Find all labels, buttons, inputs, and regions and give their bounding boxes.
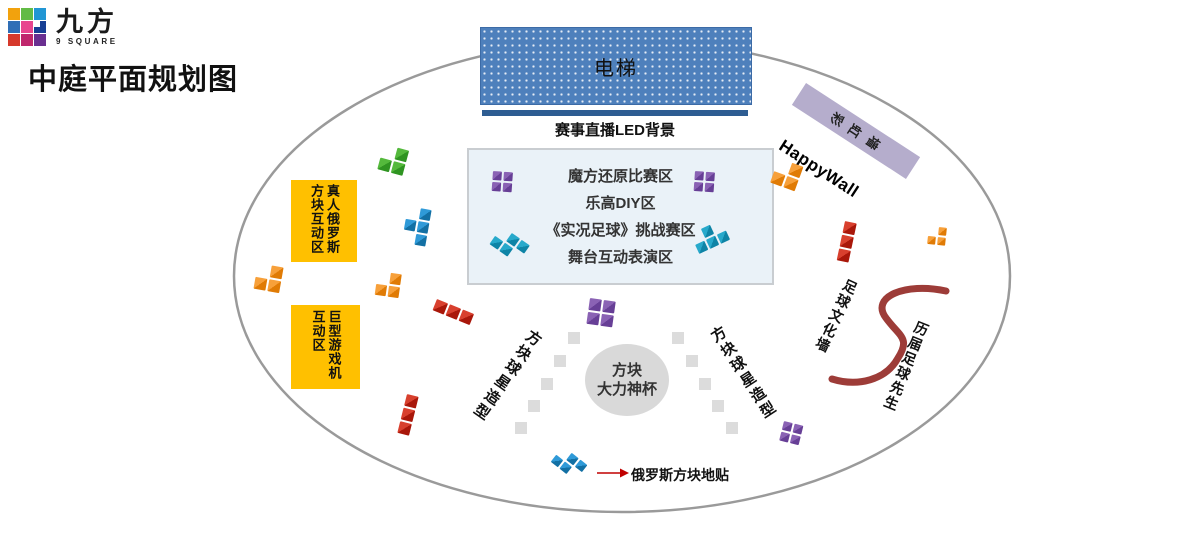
zone-live-tetris-label: 真人俄罗斯方块互动区 bbox=[309, 184, 340, 254]
zone-line-stage: 舞台互动表演区 bbox=[567, 248, 673, 266]
tetris-cell bbox=[938, 227, 947, 236]
led-screen-bar bbox=[482, 110, 748, 116]
trophy-label-line1: 方块 bbox=[611, 362, 642, 379]
tetris-cell bbox=[574, 459, 588, 473]
logo-grid-cell bbox=[8, 8, 20, 20]
tetris-cell bbox=[586, 311, 600, 326]
zone-line-pes: 《实况足球》挑战赛区 bbox=[545, 221, 696, 239]
zone-live-tetris: 真人俄罗斯方块互动区 bbox=[291, 180, 357, 262]
tetris-cell bbox=[839, 234, 854, 249]
pillar-dot bbox=[726, 422, 738, 434]
logo-subtitle: 9 SQUARE bbox=[56, 37, 118, 46]
tetris-cell bbox=[458, 309, 475, 326]
pillar-dot bbox=[554, 355, 566, 367]
logo-grid-cell bbox=[21, 8, 33, 20]
zone-line-lego: 乐高DIY区 bbox=[585, 194, 656, 212]
tetris-cell bbox=[788, 162, 804, 179]
tetris-cell bbox=[502, 182, 513, 193]
tetris-cell bbox=[416, 221, 430, 234]
tetris-cell bbox=[253, 276, 268, 291]
nine-square-logo-icon bbox=[8, 8, 46, 46]
block-trophy-circle: 方块 大力神杯 bbox=[585, 344, 669, 416]
football-stars-label: 历届足球先生 bbox=[880, 319, 932, 415]
company-logo: 九方 9 SQUARE bbox=[8, 8, 118, 46]
tetris-cell bbox=[397, 421, 412, 436]
zone-giant-arcade: 巨型游戏机互动区 bbox=[291, 305, 360, 389]
pillar-dot bbox=[686, 355, 698, 367]
tetris-cell bbox=[503, 171, 513, 182]
tetris-cell bbox=[377, 157, 392, 173]
led-backdrop-label: 赛事直播LED背景 bbox=[554, 122, 675, 139]
tetris-cell bbox=[789, 434, 801, 446]
logo-grid-cell bbox=[21, 34, 33, 46]
tetris-cell bbox=[269, 265, 284, 280]
logo-grid-cell bbox=[34, 21, 46, 33]
zone-giant-arcade-label: 巨型游戏机互动区 bbox=[310, 310, 342, 380]
tetris-cell bbox=[390, 161, 406, 176]
logo-grid-cell bbox=[21, 21, 33, 33]
logo-name: 九方 bbox=[56, 7, 118, 37]
tetris-cell bbox=[414, 233, 428, 247]
tetris-cell bbox=[842, 221, 857, 236]
page-title: 中庭平面规划图 bbox=[28, 64, 239, 96]
tetris-cell bbox=[394, 147, 410, 163]
pillar-dot bbox=[541, 378, 553, 390]
football-culture-wall-label: 足球文化墙 bbox=[811, 276, 861, 356]
tetris-cell bbox=[602, 299, 616, 314]
tetris-cell bbox=[267, 279, 282, 294]
tetris-cell bbox=[937, 236, 946, 246]
tetris-cell bbox=[694, 171, 704, 181]
tetris-cell bbox=[389, 272, 402, 286]
event-zones-box: 魔方还原比赛区 乐高DIY区 《实况足球》挑战赛区 舞台互动表演区 bbox=[467, 148, 774, 285]
tetris-cell bbox=[836, 248, 851, 263]
trophy-label-line2: 大力神杯 bbox=[596, 381, 657, 398]
logo-grid-cell bbox=[34, 34, 46, 46]
tetris-cell bbox=[779, 431, 791, 443]
tetris-cell bbox=[404, 394, 419, 409]
logo-grid-cell bbox=[34, 8, 46, 20]
tetris-cell bbox=[693, 181, 704, 192]
tetris-cell bbox=[600, 313, 614, 328]
zone-line-rubiks: 魔方还原比赛区 bbox=[567, 167, 673, 185]
tetris-cell bbox=[491, 181, 502, 192]
tetris-cell bbox=[492, 171, 502, 181]
pillar-dot bbox=[515, 422, 527, 434]
tetris-cell bbox=[403, 218, 417, 232]
logo-grid-cell bbox=[8, 34, 20, 46]
tetris-cell bbox=[792, 423, 804, 435]
tetris-cell bbox=[418, 208, 432, 222]
tetris-cell bbox=[387, 285, 400, 299]
logo-grid-cell bbox=[8, 21, 20, 33]
pillar-dot bbox=[528, 400, 540, 412]
elevator-label: 电梯 bbox=[594, 57, 638, 80]
tetris-cell bbox=[705, 171, 715, 182]
floor-sticker-label: 俄罗斯方块地贴 bbox=[631, 467, 729, 483]
pillar-dot bbox=[672, 332, 684, 344]
pillar-dot bbox=[568, 332, 580, 344]
tetris-cell bbox=[927, 235, 936, 245]
tetris-cell bbox=[781, 421, 793, 432]
tetris-cell bbox=[704, 182, 715, 193]
tetris-cell bbox=[783, 175, 799, 192]
elevator-block: 电梯 bbox=[480, 27, 752, 105]
pillar-dot bbox=[699, 378, 711, 390]
tetris-cell bbox=[400, 407, 416, 423]
tetris-cell bbox=[374, 283, 388, 297]
sticker-arrow bbox=[597, 468, 629, 478]
tetris-cell bbox=[588, 298, 602, 312]
pillar-dot bbox=[712, 400, 724, 412]
